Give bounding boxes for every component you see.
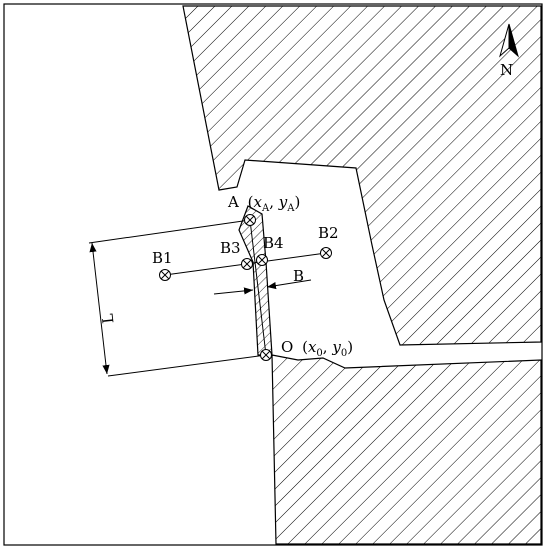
point-o-marker [260, 349, 272, 361]
north-label: N [500, 61, 513, 79]
rock-mass-lower [271, 354, 542, 545]
point-b4-label: B4 [263, 234, 284, 252]
point-o-label: O (x0, y0) [281, 338, 353, 359]
point-b4-marker [256, 254, 268, 266]
dimension-b-right-arrow [266, 279, 312, 290]
point-b3-marker [241, 258, 253, 270]
dimension-l-extension-bottom [107, 354, 267, 377]
point-b1-label: B1 [152, 249, 173, 267]
north-arrow-icon [499, 23, 519, 58]
dimension-b-left-arrow [213, 287, 254, 295]
point-a-marker [244, 214, 256, 226]
dimension-l-arrow [89, 242, 110, 375]
dimension-b-label: B [293, 267, 304, 285]
point-a-label: A (xA, yA) [227, 193, 300, 214]
baseline-a-o [249, 219, 267, 356]
point-b2-marker [320, 247, 332, 259]
point-b3-label: B3 [220, 239, 241, 257]
rock-mass-upper [182, 5, 542, 346]
point-b2-label: B2 [318, 224, 339, 242]
dimension-l-extension-top [88, 219, 251, 244]
dimension-l-label: L [99, 313, 118, 325]
point-b1-marker [159, 269, 171, 281]
